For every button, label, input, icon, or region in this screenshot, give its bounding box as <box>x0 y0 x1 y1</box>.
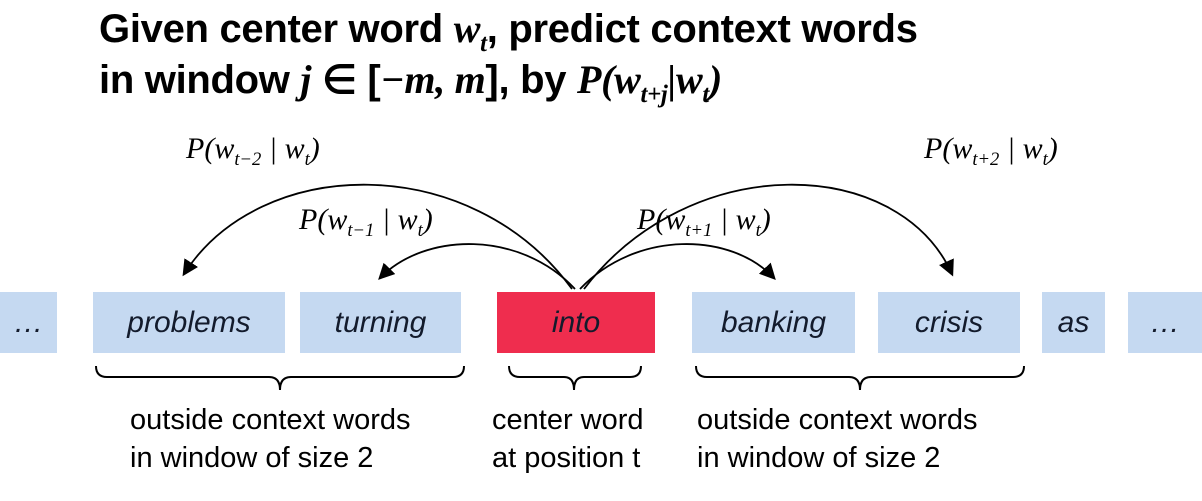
caption-center-word: center word at position t <box>492 401 644 478</box>
probability-label-t-plus-1: P(wt+1 | wt) <box>637 203 771 241</box>
caption-outside-context-left: outside context words in window of size … <box>130 401 410 478</box>
probability-label-t-minus-1: P(wt−1 | wt) <box>299 203 433 241</box>
word-box-as: as <box>1042 292 1105 353</box>
probability-label-t-plus-2: P(wt+2 | wt) <box>924 132 1058 170</box>
underbrace-center-icon <box>508 365 642 391</box>
title-line-1: Given center word wt, predict context wo… <box>99 6 918 57</box>
underbrace-left-icon <box>95 365 465 391</box>
word-box-turning: turning <box>300 292 461 353</box>
caption-line: center word <box>492 404 644 436</box>
page-title: Given center word wt, predict context wo… <box>99 4 918 108</box>
word-box-ellipsis-left: … <box>0 292 57 353</box>
underbrace-right-icon <box>695 365 1025 391</box>
word-box-crisis: crisis <box>878 292 1020 353</box>
caption-outside-context-right: outside context words in window of size … <box>697 401 977 478</box>
arrow-to-turning-icon <box>378 243 576 290</box>
word-box-banking: banking <box>692 292 855 353</box>
title-line-2: in window j ∈ [−m, m], by P(wt+j|wt) <box>99 56 723 108</box>
word-box-into-center: into <box>497 292 655 353</box>
caption-line: in window of size 2 <box>697 442 941 475</box>
word-box-ellipsis-right: … <box>1128 292 1202 353</box>
caption-line: in window of size 2 <box>130 442 374 475</box>
caption-line: outside context words <box>130 404 411 436</box>
caption-line: outside context words <box>697 404 978 436</box>
caption-line: at position t <box>492 442 641 475</box>
arrow-to-banking-icon <box>579 243 776 290</box>
word-box-problems: problems <box>93 292 285 353</box>
probability-label-t-minus-2: P(wt−2 | wt) <box>186 132 320 170</box>
